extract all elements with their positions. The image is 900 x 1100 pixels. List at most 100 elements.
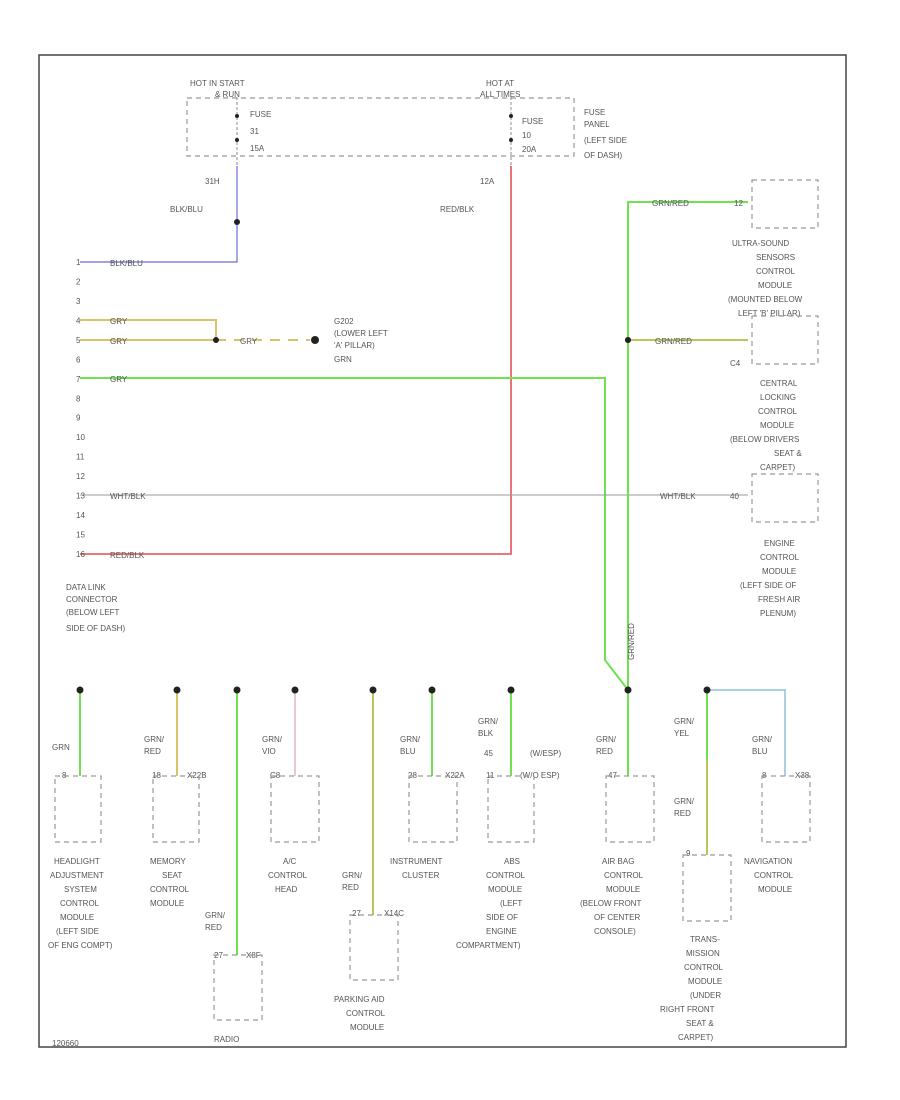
fuse-panel-label-2: PANEL <box>584 120 610 129</box>
fuse-panel-label-3: (LEFT SIDE <box>584 136 627 145</box>
wire-label-vertical: GRN/RED <box>627 623 636 660</box>
dlc-pin-5: 5 <box>76 336 81 345</box>
module-nav-label-1: NAVIGATION <box>744 857 792 866</box>
module-airbag-wire-1: GRN/ <box>596 735 617 744</box>
fuse-31-label3: 15A <box>250 144 265 153</box>
module-memory-seat-label-2: SEAT <box>162 871 182 880</box>
module-memory-seat-conn: X22B <box>187 771 207 780</box>
module-radio-wire-1: GRN/ <box>205 911 226 920</box>
branch-navigation <box>707 689 786 776</box>
module-ultrasound-label-6: LEFT 'B' PILLAR) <box>738 309 801 318</box>
module-central-locking-label-1: CENTRAL <box>760 379 798 388</box>
module-nav-wire-1: GRN/ <box>752 735 773 744</box>
module-ac-label-2: CONTROL <box>268 871 308 880</box>
module-headlight-label-4: CONTROL <box>60 899 100 908</box>
module-trans-label-5: (UNDER <box>690 991 721 1000</box>
module-instrument-cluster: GRN/ BLU 28 X22A INSTRUMENT CLUSTER <box>390 735 465 880</box>
dlc-pin-12: 12 <box>76 472 85 481</box>
module-trans-label-6: RIGHT FRONT <box>660 1005 715 1014</box>
module-airbag-box <box>605 775 655 843</box>
module-central-locking: C4 CENTRAL LOCKING CONTROL MODULE (BELOW… <box>730 315 819 472</box>
module-ultrasound: 12 ULTRA-SOUND SENSORS CONTROL MODULE (M… <box>728 179 819 318</box>
module-trans-wire2-2: RED <box>674 809 691 818</box>
module-ecm-label-2: CONTROL <box>760 553 800 562</box>
ground-label-2: (LOWER LEFT <box>334 329 388 338</box>
module-headlight-label-5: MODULE <box>60 913 94 922</box>
fuse-31-terminal-top <box>235 114 239 118</box>
module-trans-label-8: CARPET) <box>678 1033 713 1042</box>
module-memory-seat-label-3: CONTROL <box>150 885 190 894</box>
dlc-pin-16: 16 <box>76 550 85 559</box>
splice-gry <box>213 337 219 343</box>
module-airbag-label-6: CONSOLE) <box>594 927 636 936</box>
module-trans-label-7: SEAT & <box>686 1019 714 1028</box>
module-ultrasound-label-1: ULTRA-SOUND <box>732 239 789 248</box>
module-ac-wire-2: VIO <box>262 747 276 756</box>
module-ultrasound-pin: 12 <box>734 199 743 208</box>
module-headlight-label-1: HEADLIGHT <box>54 857 100 866</box>
dlc-label-2: CONNECTOR <box>66 595 118 604</box>
module-memory-seat-box <box>152 775 200 843</box>
dlc-pin-8: 8 <box>76 394 81 403</box>
wire-label-dlc-pin1: BLK/BLU <box>110 259 143 268</box>
module-headlight-wire: GRN <box>52 743 70 752</box>
dlc-pin-4: 4 <box>76 316 81 325</box>
fuse-left-header: HOT IN START <box>190 79 245 88</box>
wire-label-dlc-pin4: GRY <box>110 317 128 326</box>
fuse-panel-outline <box>186 97 575 157</box>
dlc-pin-1: 1 <box>76 258 81 267</box>
splice-parking <box>369 686 377 694</box>
module-ac-box <box>270 775 320 843</box>
fuse-31-label1: FUSE <box>250 110 271 119</box>
dlc-pin-10: 10 <box>76 433 85 442</box>
fuse-panel: HOT IN START & RUN HOT AT ALL TIMES FUSE… <box>186 79 627 186</box>
module-abs-conn2: (W/O ESP) <box>520 771 560 780</box>
module-abs-label-3: MODULE <box>488 885 522 894</box>
wire-label-dlc-pin5: GRY <box>110 337 128 346</box>
module-airbag-label-2: CONTROL <box>604 871 644 880</box>
wire-label-splice-gry: GRY <box>240 337 258 346</box>
module-abs-wire-1: GRN/ <box>478 717 499 726</box>
dlc-pin-6: 6 <box>76 355 81 364</box>
module-parking-aid-box <box>349 914 399 981</box>
module-cluster-label-1: INSTRUMENT <box>390 857 443 866</box>
module-trans-wire-1: GRN/ <box>674 717 695 726</box>
module-ac-label-3: HEAD <box>275 885 297 894</box>
module-radio-label-1: RADIO <box>214 1035 239 1044</box>
module-headlight-box <box>54 775 102 843</box>
ground-label: G202 (LOWER LEFT 'A' PILLAR) GRN <box>334 317 388 364</box>
module-cluster-label-2: CLUSTER <box>402 871 440 880</box>
dlc-pin-15: 15 <box>76 531 85 540</box>
wire-gry-pin4 <box>80 319 217 340</box>
fuse-10-terminal-bottom <box>509 138 513 142</box>
splice-bus-top <box>625 337 631 343</box>
module-trans-label-4: MODULE <box>688 977 722 986</box>
wire-label-fuse31: BLK/BLU <box>170 205 203 214</box>
module-central-locking-box <box>751 315 819 365</box>
module-ecm-pin: 40 <box>730 492 739 501</box>
module-trans-wire2-1: GRN/ <box>674 797 695 806</box>
splice-radio <box>233 686 241 694</box>
module-central-locking-label-7: CARPET) <box>760 463 795 472</box>
module-parking-aid-label-3: MODULE <box>350 1023 384 1032</box>
module-nav-wire-2: BLU <box>752 747 768 756</box>
module-parking-aid-label-2: CONTROL <box>346 1009 386 1018</box>
module-cluster-wire-2: BLU <box>400 747 416 756</box>
wire-label-cl: GRN/RED <box>655 337 692 346</box>
module-parking-aid-label-1: PARKING AID <box>334 995 385 1004</box>
module-cluster-wire-1: GRN/ <box>400 735 421 744</box>
module-headlight-label-7: OF ENG COMPT) <box>48 941 113 950</box>
module-airbag-label-4: (BELOW FRONT <box>580 899 641 908</box>
wire-label-dlc-pin16: RED/BLK <box>110 551 145 560</box>
module-nav-label-2: CONTROL <box>754 871 794 880</box>
fuse-panel-label-1: FUSE <box>584 108 605 117</box>
module-central-locking-label-4: MODULE <box>760 421 794 430</box>
ground-label-1: G202 <box>334 317 354 326</box>
module-cluster-box <box>408 775 458 843</box>
splice-ac <box>291 686 299 694</box>
fuse-31-label2: 31 <box>250 127 259 136</box>
module-ac: GRN/ VIO C8 A/C CONTROL HEAD <box>262 735 320 894</box>
dlc-pin-13: 13 <box>76 492 85 501</box>
